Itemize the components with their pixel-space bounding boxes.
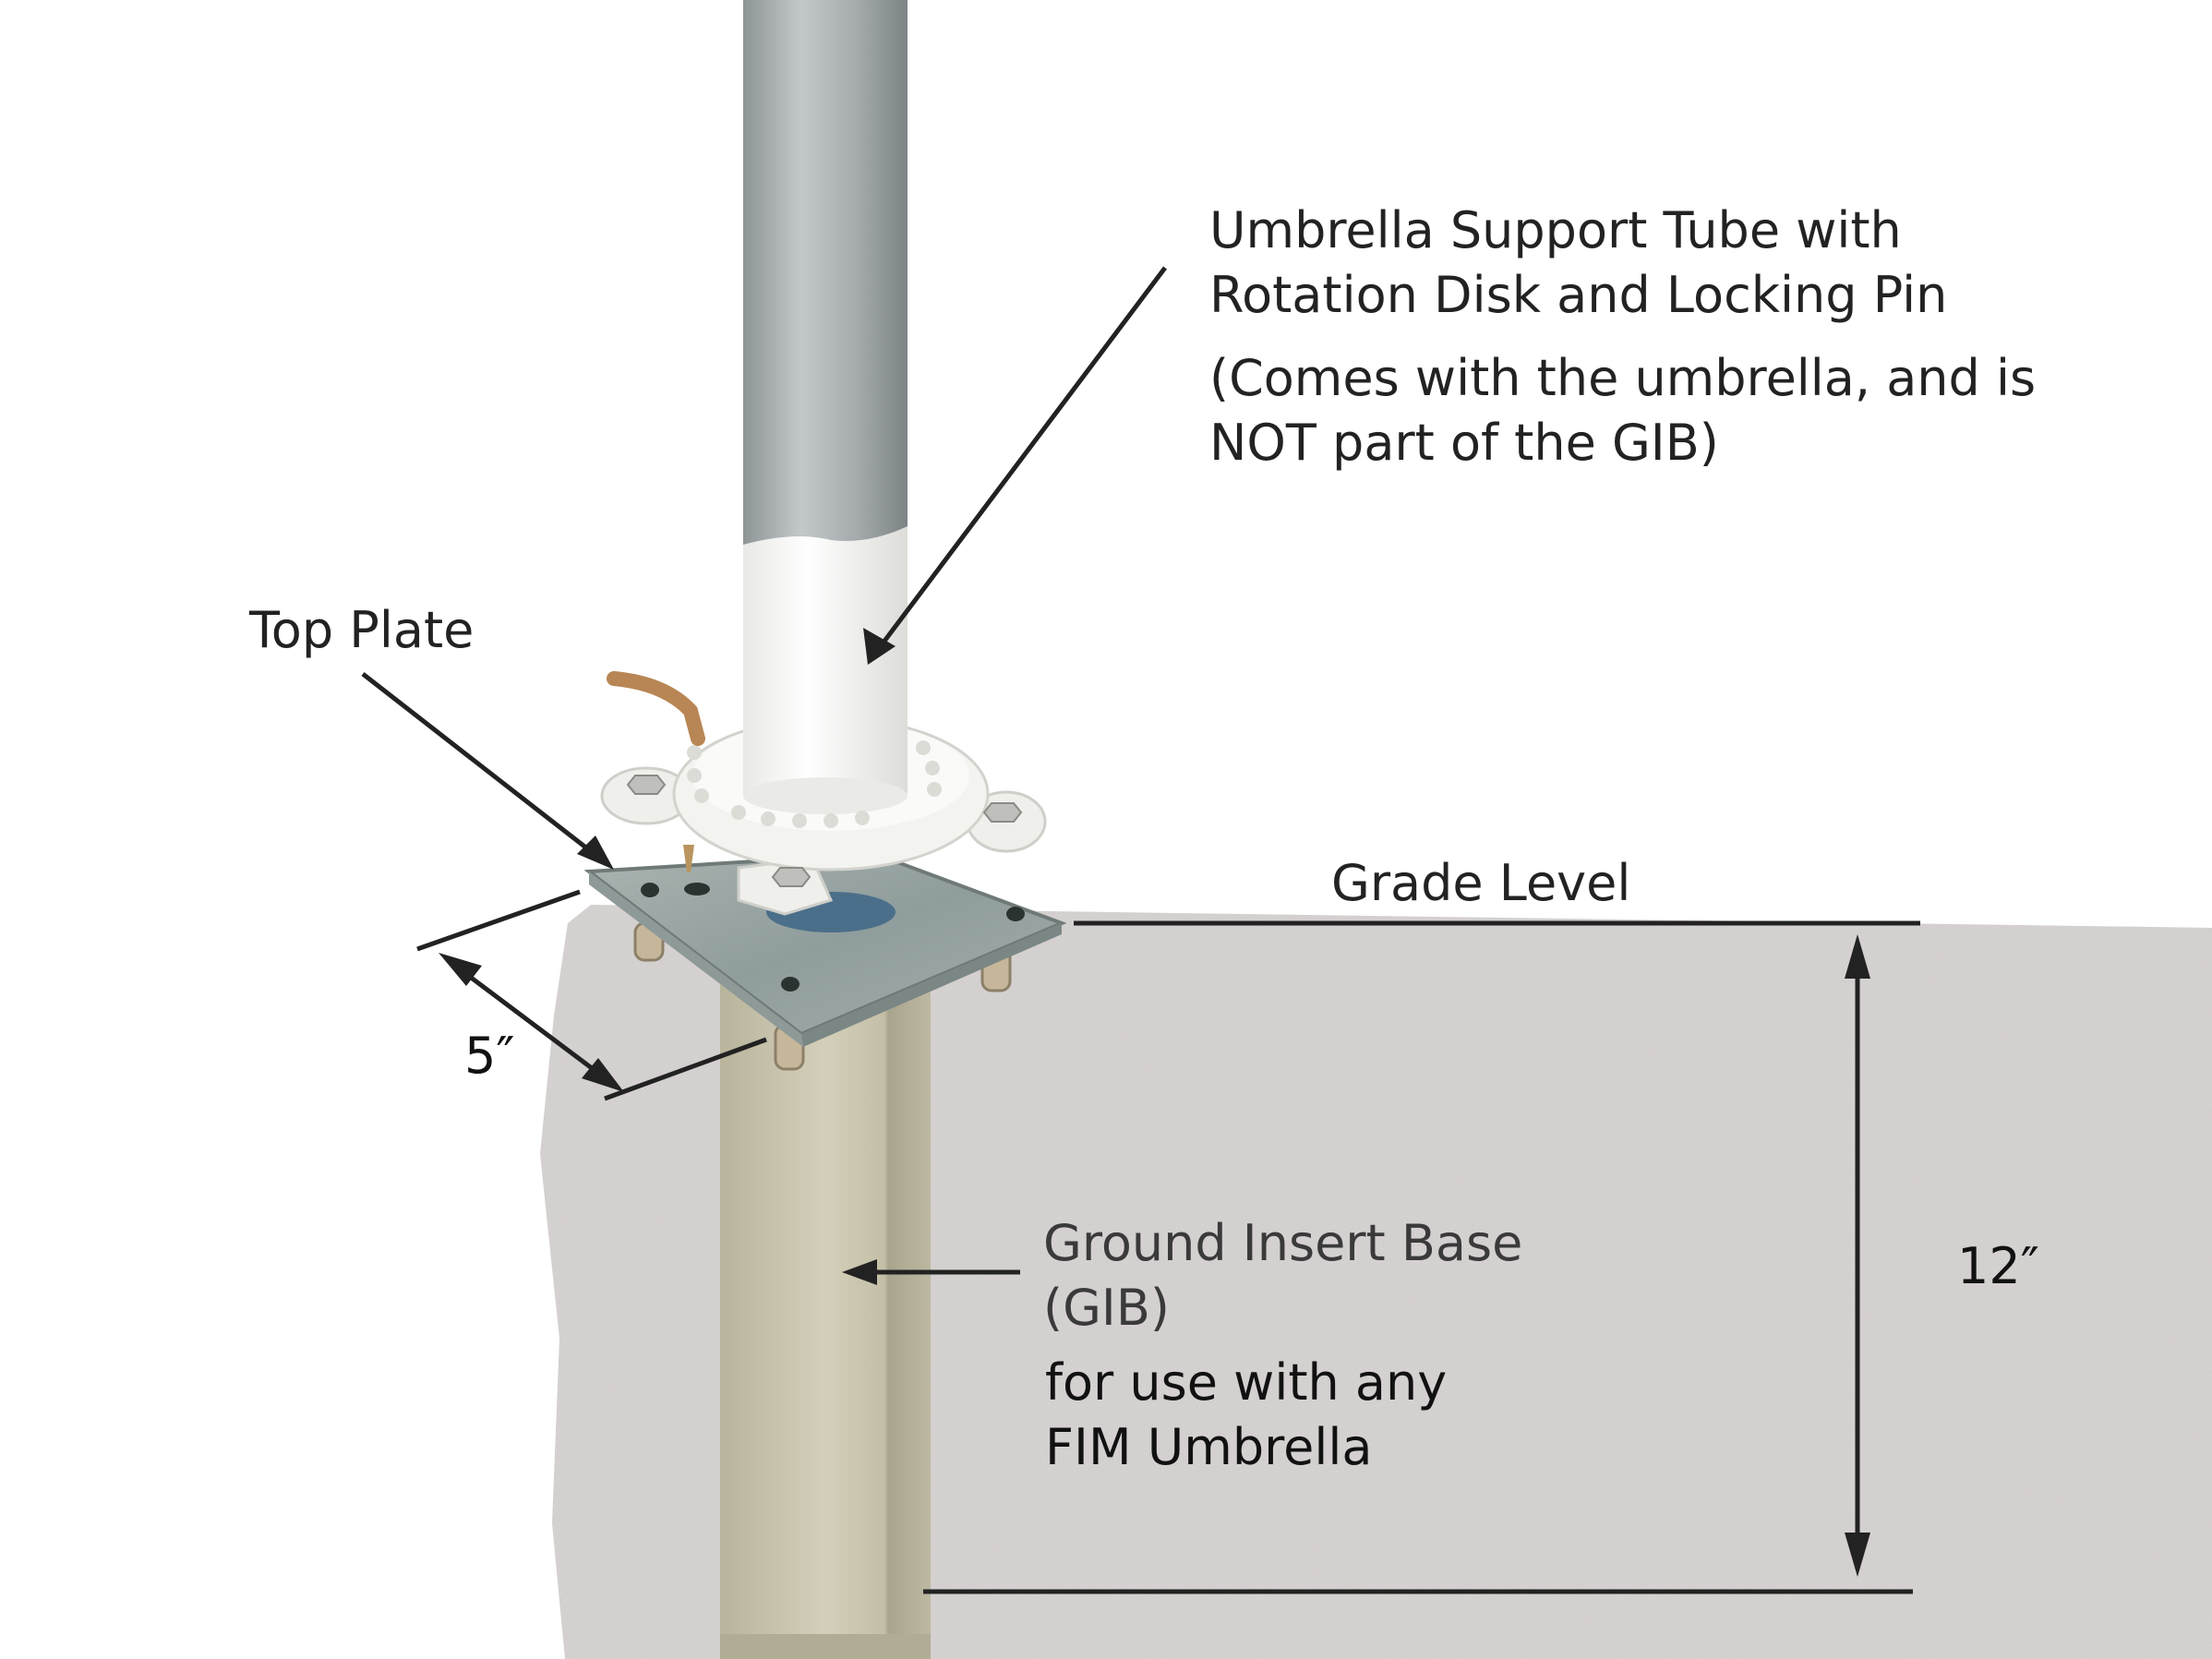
- plate-width-ext-bottom: [604, 1037, 767, 1101]
- support-tube-leader: [875, 266, 1167, 653]
- support-tube-label-line1: Umbrella Support Tube with: [1209, 201, 1902, 259]
- gib-label-line2: (GIB): [1043, 1279, 1170, 1337]
- gib-note-line1: for use with any: [1045, 1353, 1448, 1412]
- gib-note-line2: FIM Umbrella: [1045, 1418, 1373, 1476]
- top-plate-leader: [361, 672, 602, 860]
- insert-depth-dimension: 12″: [1957, 1237, 2039, 1295]
- arrowheads: [439, 628, 1870, 1577]
- gib-label: Ground Insert Base (GIB): [1043, 1211, 1522, 1340]
- locking-pin: [607, 671, 705, 746]
- gib-note: for use with any FIM Umbrella: [1045, 1351, 1447, 1480]
- plate-width-ext-top: [416, 889, 581, 952]
- rotation-disk: [600, 702, 1047, 916]
- support-tube-note-line2: NOT part of the GIB): [1209, 414, 1719, 472]
- plate-width-dim: [446, 958, 616, 1087]
- support-tube-note-line1: (Comes with the umbrella, and is: [1209, 349, 2037, 407]
- support-tube-note: (Comes with the umbrella, and is NOT par…: [1209, 346, 2036, 475]
- galvanized-tube: [743, 0, 908, 554]
- annotation-lines: [361, 266, 1920, 1594]
- plate-width-dimension: 5″: [464, 1027, 515, 1085]
- gib-post: [720, 960, 931, 1643]
- ground-soil: [540, 905, 2212, 1659]
- grade-level-label: Grade Level: [1331, 854, 1631, 912]
- top-plate-label: Top Plate: [249, 601, 475, 659]
- support-tube-label: Umbrella Support Tube with Rotation Disk…: [1209, 198, 1947, 328]
- support-tube-label-line2: Rotation Disk and Locking Pin: [1209, 266, 1948, 324]
- gib-label-line1: Ground Insert Base: [1043, 1214, 1523, 1272]
